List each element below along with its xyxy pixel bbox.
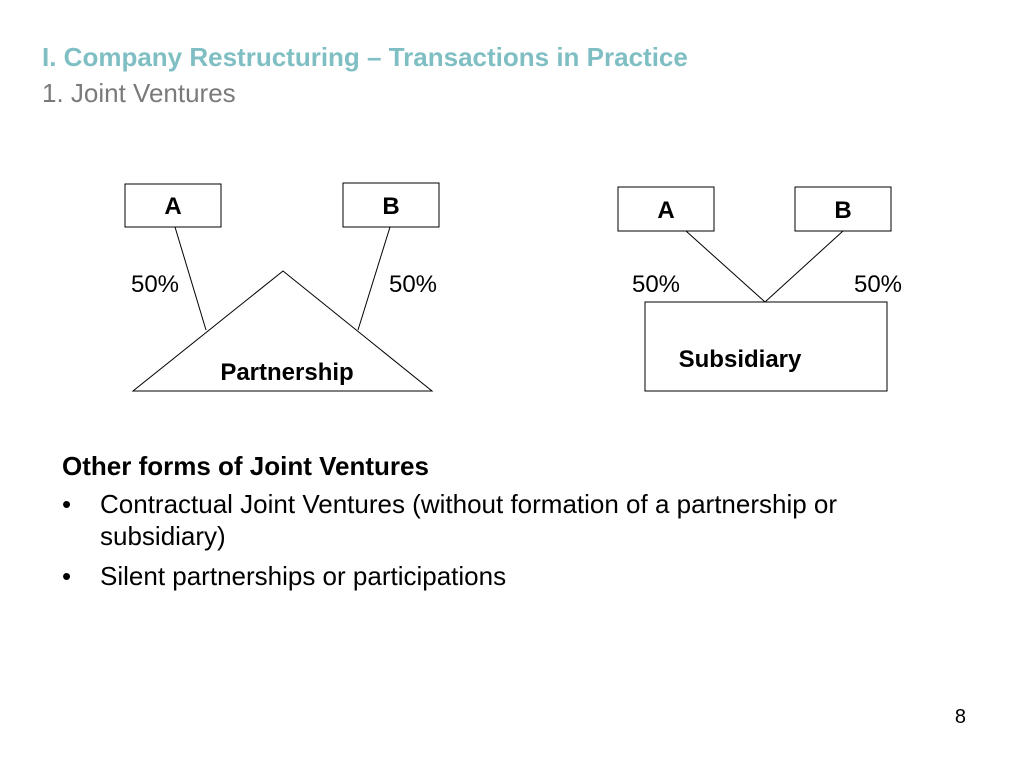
ownership-line-b xyxy=(764,230,844,303)
partnership-triangle xyxy=(131,270,434,392)
subsidiary-diagram: A B Subsidiary 50% 50% xyxy=(617,186,902,392)
slide-subtitle: 1. Joint Ventures xyxy=(42,78,236,108)
other-forms-section: Other forms of Joint Ventures • Contract… xyxy=(62,450,962,600)
owner-b-label: B xyxy=(382,193,399,220)
share-a-label: 50% xyxy=(131,271,179,298)
ownership-line-a xyxy=(174,226,207,331)
subsidiary-label: Subsidiary xyxy=(679,346,802,373)
list-item-text: Contractual Joint Ventures (without form… xyxy=(100,489,838,551)
share-a-label: 50% xyxy=(632,271,680,298)
partnership-diagram: A B Partnership 50% 50% xyxy=(124,182,440,392)
owner-a-box xyxy=(617,186,715,232)
owner-b-box xyxy=(342,182,440,228)
bullet-icon: • xyxy=(62,489,72,519)
ownership-line-a xyxy=(685,230,766,303)
partnership-label: Partnership xyxy=(220,359,353,386)
bullet-icon: • xyxy=(62,561,72,591)
slide-title: I. Company Restructuring – Transactions … xyxy=(42,42,688,72)
share-b-label: 50% xyxy=(389,271,437,298)
other-forms-heading: Other forms of Joint Ventures xyxy=(62,451,429,481)
page-number: 8 xyxy=(954,706,966,728)
list-item: • Silent partnerships or participations xyxy=(62,560,962,592)
owner-b-label: B xyxy=(834,197,851,224)
owner-a-label: A xyxy=(657,197,674,224)
joint-venture-diagrams: A B Partnership 50% 50% A B Subsidiary 5… xyxy=(124,182,902,392)
owner-b-box xyxy=(794,186,892,232)
share-b-label: 50% xyxy=(854,271,902,298)
list-item: • Contractual Joint Ventures (without fo… xyxy=(62,488,962,552)
subsidiary-box xyxy=(644,301,888,392)
owner-a-box xyxy=(124,183,222,228)
ownership-line-b xyxy=(357,226,391,331)
owner-a-label: A xyxy=(164,193,181,220)
other-forms-list: • Contractual Joint Ventures (without fo… xyxy=(62,488,962,592)
list-item-text: Silent partnerships or participations xyxy=(100,561,507,591)
